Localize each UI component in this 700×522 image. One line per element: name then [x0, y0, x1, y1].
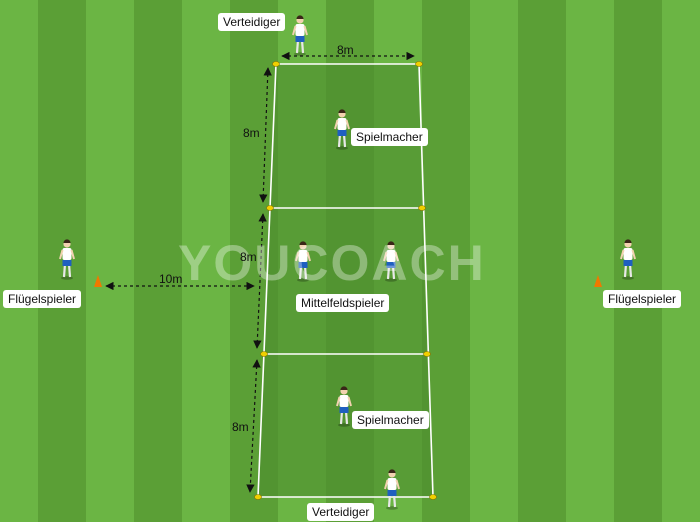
label-winger-right: Flügelspieler	[603, 290, 682, 308]
player-defender-top	[292, 15, 308, 56]
distance-top-width: 8m	[337, 43, 354, 57]
distance-zone-bottom: 8m	[232, 420, 249, 434]
cone-icon	[260, 351, 268, 357]
grass-stripe	[86, 0, 134, 522]
player-winger-right	[620, 239, 636, 280]
label-winger-left: Flügelspieler	[3, 290, 82, 308]
label-defender-bottom: Verteidiger	[307, 503, 375, 521]
player-playmaker-top	[334, 109, 350, 150]
label-playmaker-bottom: Spielmacher	[352, 411, 429, 429]
orange-cone-icon	[94, 275, 102, 287]
player-playmaker-bottom	[336, 386, 352, 427]
grass-stripe	[662, 0, 700, 522]
distance-winger-gap: 10m	[159, 272, 183, 286]
cone-icon	[266, 205, 274, 211]
arrow-zone-bottom	[246, 359, 261, 493]
grass-stripe	[0, 0, 38, 522]
cone-icon	[254, 494, 262, 500]
grass-stripe	[614, 0, 662, 522]
grass-stripe	[182, 0, 230, 522]
cone-icon	[423, 351, 431, 357]
measurement-arrows	[105, 51, 415, 493]
grass-stripe	[518, 0, 566, 522]
label-defender-top: Verteidiger	[218, 13, 286, 31]
label-midfielders: Mittelfeldspieler	[296, 294, 390, 312]
yellow-cones	[254, 61, 437, 500]
grass-stripe	[38, 0, 86, 522]
watermark: YOUCOACH	[178, 235, 486, 291]
orange-cones	[94, 275, 602, 287]
grass-stripe	[470, 0, 518, 522]
player-winger-left	[59, 239, 75, 280]
distance-zone-middle: 8m	[240, 250, 257, 264]
distance-zone-top: 8m	[243, 126, 260, 140]
player-midfielder-right	[383, 241, 399, 282]
cone-icon	[415, 61, 423, 67]
player-midfielder-left	[295, 241, 311, 282]
grass-stripe	[566, 0, 614, 522]
players	[59, 15, 636, 510]
cone-icon	[429, 494, 437, 500]
cone-icon	[418, 205, 426, 211]
label-playmaker-top: Spielmacher	[351, 128, 428, 146]
orange-cone-icon	[594, 275, 602, 287]
arrow-zone-middle	[253, 213, 267, 349]
zone-bottom	[258, 354, 433, 497]
player-defender-bottom	[384, 469, 400, 510]
arrow-zone-top	[259, 67, 272, 203]
grass-stripe	[134, 0, 182, 522]
cone-icon	[272, 61, 280, 67]
